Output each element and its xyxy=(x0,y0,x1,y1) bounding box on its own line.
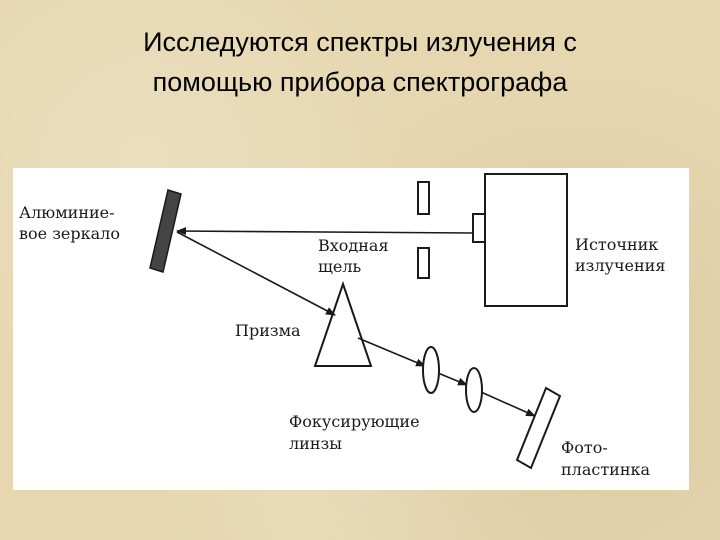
entrance-slit-upper-jaw xyxy=(417,181,430,215)
prism xyxy=(313,280,373,367)
lenses-label-line-1: Фокусирующие xyxy=(289,412,420,431)
slide-title-line-2: помощью прибора спектрографа xyxy=(152,67,568,97)
radiation-source-outlet xyxy=(472,213,486,243)
radiation-source xyxy=(484,173,568,307)
spectrograph-diagram: Алюминие- вое зеркало Входная щель Источ… xyxy=(13,168,689,490)
spectrograph-diagram-svg: Алюминие- вое зеркало Входная щель Источ… xyxy=(19,173,665,479)
slit-label-line-2: щель xyxy=(318,257,362,276)
aluminium-mirror xyxy=(149,189,182,273)
dispersed-light-beam-1 xyxy=(357,337,426,367)
plate-label-line-2: пластинка xyxy=(561,460,651,479)
reflected-light-beam xyxy=(176,231,336,316)
plate-label-line-1: Фото- xyxy=(561,438,608,457)
source-label-line-1: Источник xyxy=(575,235,658,254)
slit-label-line-1: Входная xyxy=(318,236,389,255)
focusing-lens-1 xyxy=(422,346,440,394)
slide-title: Исследуются спектры излучения с помощью … xyxy=(0,22,720,102)
prism-label: Призма xyxy=(235,321,301,340)
incident-light-beam xyxy=(176,227,474,236)
source-label-line-2: излучения xyxy=(575,256,665,275)
mirror-label-line-2: вое зеркало xyxy=(19,224,120,243)
focusing-lens-2 xyxy=(465,367,483,413)
slide-title-line-1: Исследуются спектры излучения с xyxy=(143,27,577,57)
mirror-label-line-1: Алюминие- xyxy=(19,203,115,222)
entrance-slit-lower-jaw xyxy=(417,247,430,279)
lenses-label-line-2: линзы xyxy=(289,434,342,453)
dispersed-light-beam-3 xyxy=(480,391,536,417)
photographic-plate xyxy=(515,386,562,470)
dispersed-light-beam-2 xyxy=(437,372,468,386)
